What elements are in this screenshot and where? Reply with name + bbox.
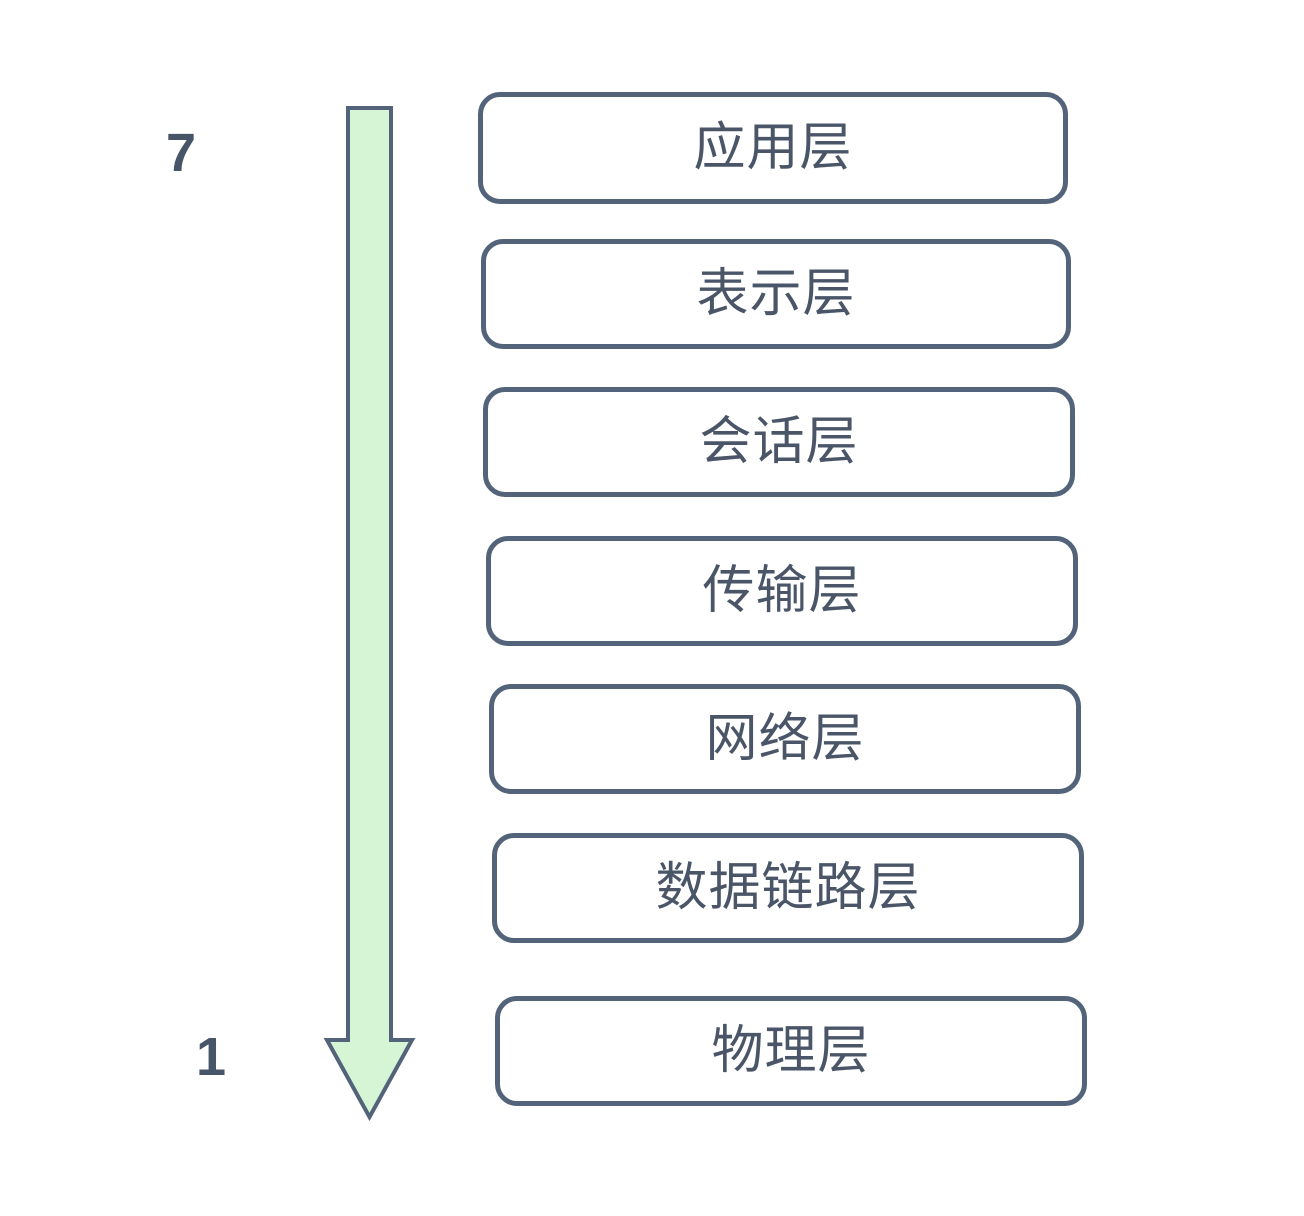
layer-label-1: 物理层 [711,1022,871,1080]
layer-label-5: 会话层 [699,413,859,471]
downward-arrow [320,100,420,1130]
layer-box-6[interactable]: 表示层 [481,239,1071,349]
scale-label-bottom: 1 [196,1027,227,1087]
layer-box-5[interactable]: 会话层 [483,387,1075,497]
layer-box-7[interactable]: 应用层 [478,92,1068,204]
layer-box-3[interactable]: 网络层 [489,684,1081,794]
layer-box-2[interactable]: 数据链路层 [492,833,1084,943]
arrow-polygon [323,106,416,1122]
downward-arrow-shape [323,106,416,1122]
layer-box-4[interactable]: 传输层 [486,536,1078,646]
layer-label-7: 应用层 [693,119,853,177]
layer-label-6: 表示层 [696,265,856,323]
layer-label-3: 网络层 [705,710,865,768]
layer-label-4: 传输层 [702,562,862,620]
scale-label-top: 7 [166,123,197,183]
layer-label-2: 数据链路层 [655,859,921,917]
layer-box-1[interactable]: 物理层 [495,996,1087,1106]
